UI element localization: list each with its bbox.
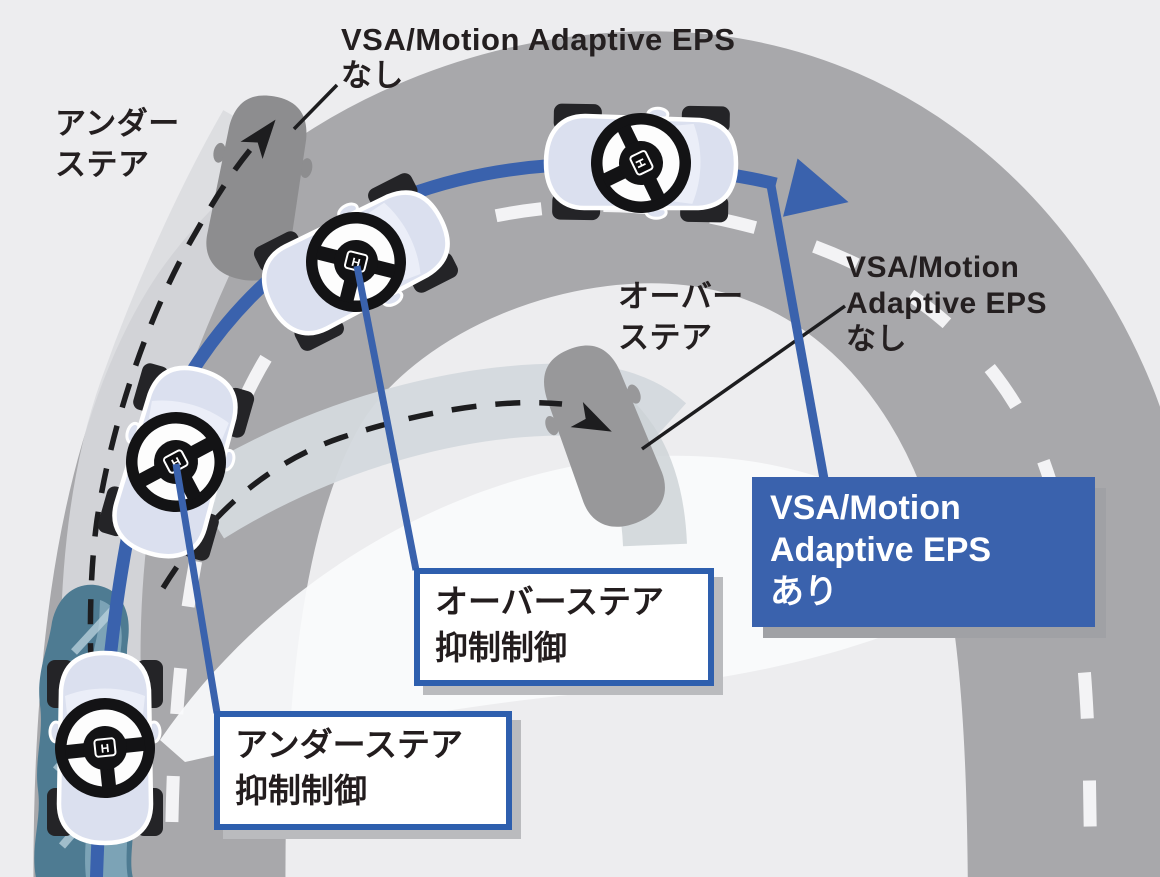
label-no-eps-top: VSA/Motion Adaptive EPS なし [341, 22, 735, 94]
label-no-eps-right: VSA/Motion Adaptive EPS なし [846, 250, 1047, 358]
callout-line: 抑制制御 [235, 772, 367, 810]
route-arrow-icon [783, 158, 849, 217]
callout-oversteer-control: オーバーステア 抑制制御 [414, 568, 714, 686]
label-line: アンダー [55, 106, 180, 141]
oversteer-trajectory [160, 399, 563, 590]
callout-line: アンダーステア [235, 726, 464, 763]
leader-no-eps-right [640, 304, 847, 451]
understeer-trajectory [87, 148, 253, 801]
car-with-eps-exit [545, 95, 737, 231]
label-understeer: アンダー ステア [55, 104, 180, 186]
label-line: なし [846, 323, 907, 356]
label-oversteer: オーバー ステア [618, 277, 744, 359]
car-with-eps-start [47, 653, 163, 843]
callout-with-eps: VSA/Motion Adaptive EPS あり [752, 477, 1095, 627]
callout-line: あり [770, 573, 838, 612]
label-line: VSA/Motion Adaptive EPS [341, 22, 736, 57]
label-line: Adaptive EPS [846, 287, 1048, 320]
label-line: オーバー [618, 279, 744, 314]
callout-line: Adaptive EPS [770, 531, 992, 570]
label-line: ステア [618, 319, 713, 355]
label-line: ステア [55, 146, 150, 182]
callout-line: VSA/Motion [770, 489, 961, 527]
callout-line: 抑制制御 [435, 629, 567, 667]
leader-oversteer-control [353, 265, 420, 571]
callout-line: オーバーステア [435, 583, 665, 620]
label-line: なし [341, 57, 404, 93]
leader-understeer-control [172, 463, 221, 714]
label-line: VSA/Motion [846, 251, 1020, 284]
callout-understeer-control: アンダーステア 抑制制御 [214, 711, 512, 830]
leader-with-eps-box [765, 179, 829, 480]
leader-no-eps-top [292, 83, 339, 131]
